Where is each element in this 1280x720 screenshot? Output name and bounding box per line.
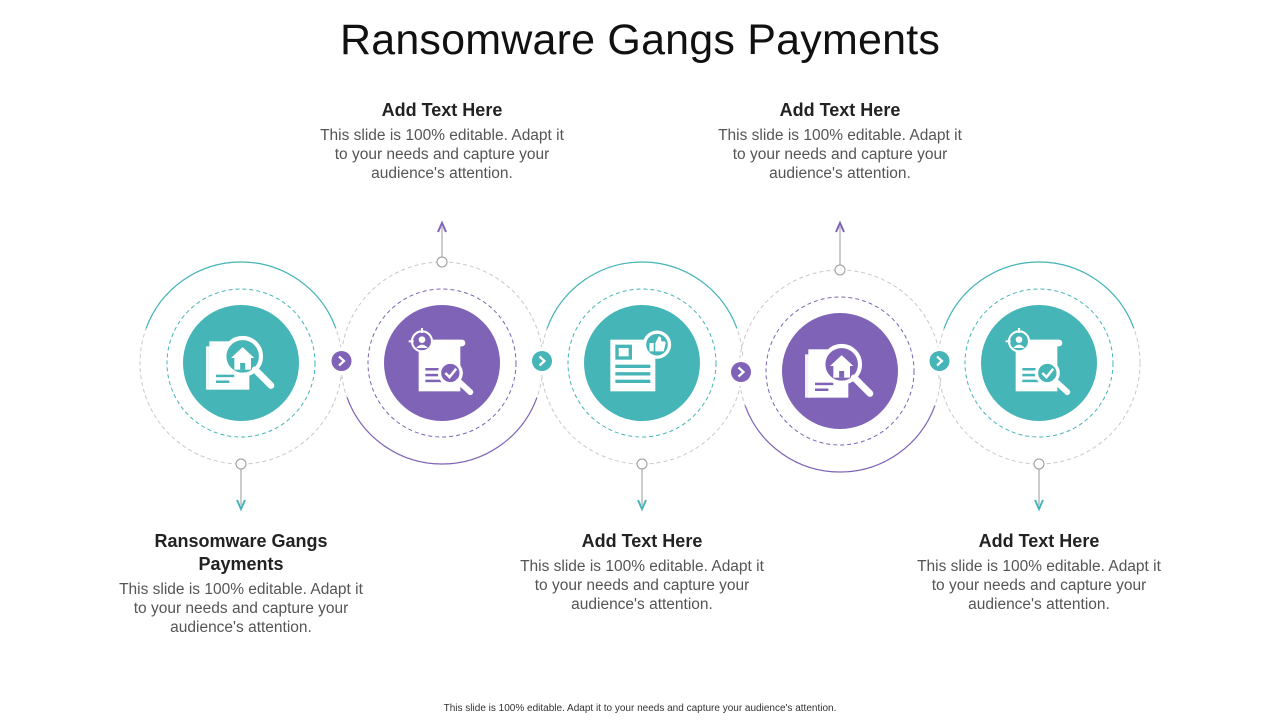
step-heading: Add Text Here (381, 100, 503, 120)
arrow-up-icon (437, 220, 447, 233)
inner-ring (964, 288, 1114, 438)
step-description: This slide is 100% editable. Adapt it to… (119, 581, 363, 636)
connector-node (1033, 458, 1045, 470)
footer-note: This slide is 100% editable. Adapt it to… (443, 703, 837, 714)
ring-arc (744, 405, 936, 473)
chevron-glyph (538, 355, 547, 367)
inner-ring (765, 296, 915, 446)
step-description: This slide is 100% editable. Adapt it to… (917, 558, 1161, 613)
step-heading: Add Text Here (978, 531, 1100, 551)
step-heading: Add Text Here (779, 100, 901, 120)
ring-arc (346, 397, 538, 465)
connector-node (235, 458, 247, 470)
inner-ring (567, 288, 717, 438)
connector-node (834, 264, 846, 276)
chevron-glyph (936, 355, 944, 367)
step-description: This slide is 100% editable. Adapt it to… (320, 127, 564, 182)
chevron-glyph (338, 355, 346, 367)
inner-ring (367, 288, 517, 438)
step-description: This slide is 100% editable. Adapt it to… (718, 127, 962, 182)
connector-node (636, 458, 648, 470)
step-description: This slide is 100% editable. Adapt it to… (520, 558, 764, 613)
chevron-right-icon (532, 351, 552, 371)
step-heading: Add Text Here (581, 531, 703, 551)
chevron-right-icon (929, 351, 950, 371)
chevron-glyph (737, 366, 746, 378)
chevron-right-icon (331, 351, 352, 371)
ring-arc (943, 261, 1135, 329)
step-heading: Ransomware Gangs Payments (154, 531, 328, 574)
inner-ring (166, 288, 316, 438)
arrow-down-icon (1034, 499, 1044, 512)
slide-title: Ransomware Gangs Payments (339, 16, 941, 64)
arrow-down-icon (637, 499, 647, 512)
ring-arc (145, 261, 337, 329)
connector-node (436, 256, 448, 268)
chevron-right-icon (731, 362, 751, 382)
arrow-down-icon (236, 499, 246, 512)
ring-arc (546, 261, 738, 329)
arrow-up-icon (835, 220, 845, 233)
